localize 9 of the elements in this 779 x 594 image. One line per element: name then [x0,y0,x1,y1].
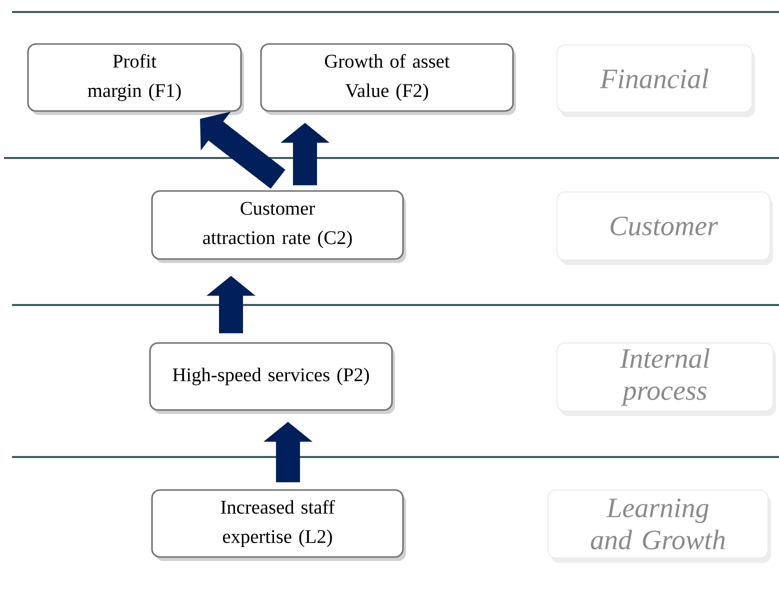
measure-box: Profit margin (F1) [27,43,244,115]
measure-box: Increased staff expertise (L2) [151,489,406,561]
perspective-box: Financial [556,44,755,117]
measure-box: High-speed services (P2) [149,342,395,414]
measure-box: Customer attraction rate (C2) [151,190,406,263]
perspective-box: Internal process [556,342,776,416]
perspective-box: Learning and Growth [547,489,771,563]
perspective-box: Customer [556,191,773,265]
measure-box: Growth of asset Value (F2) [260,43,516,115]
